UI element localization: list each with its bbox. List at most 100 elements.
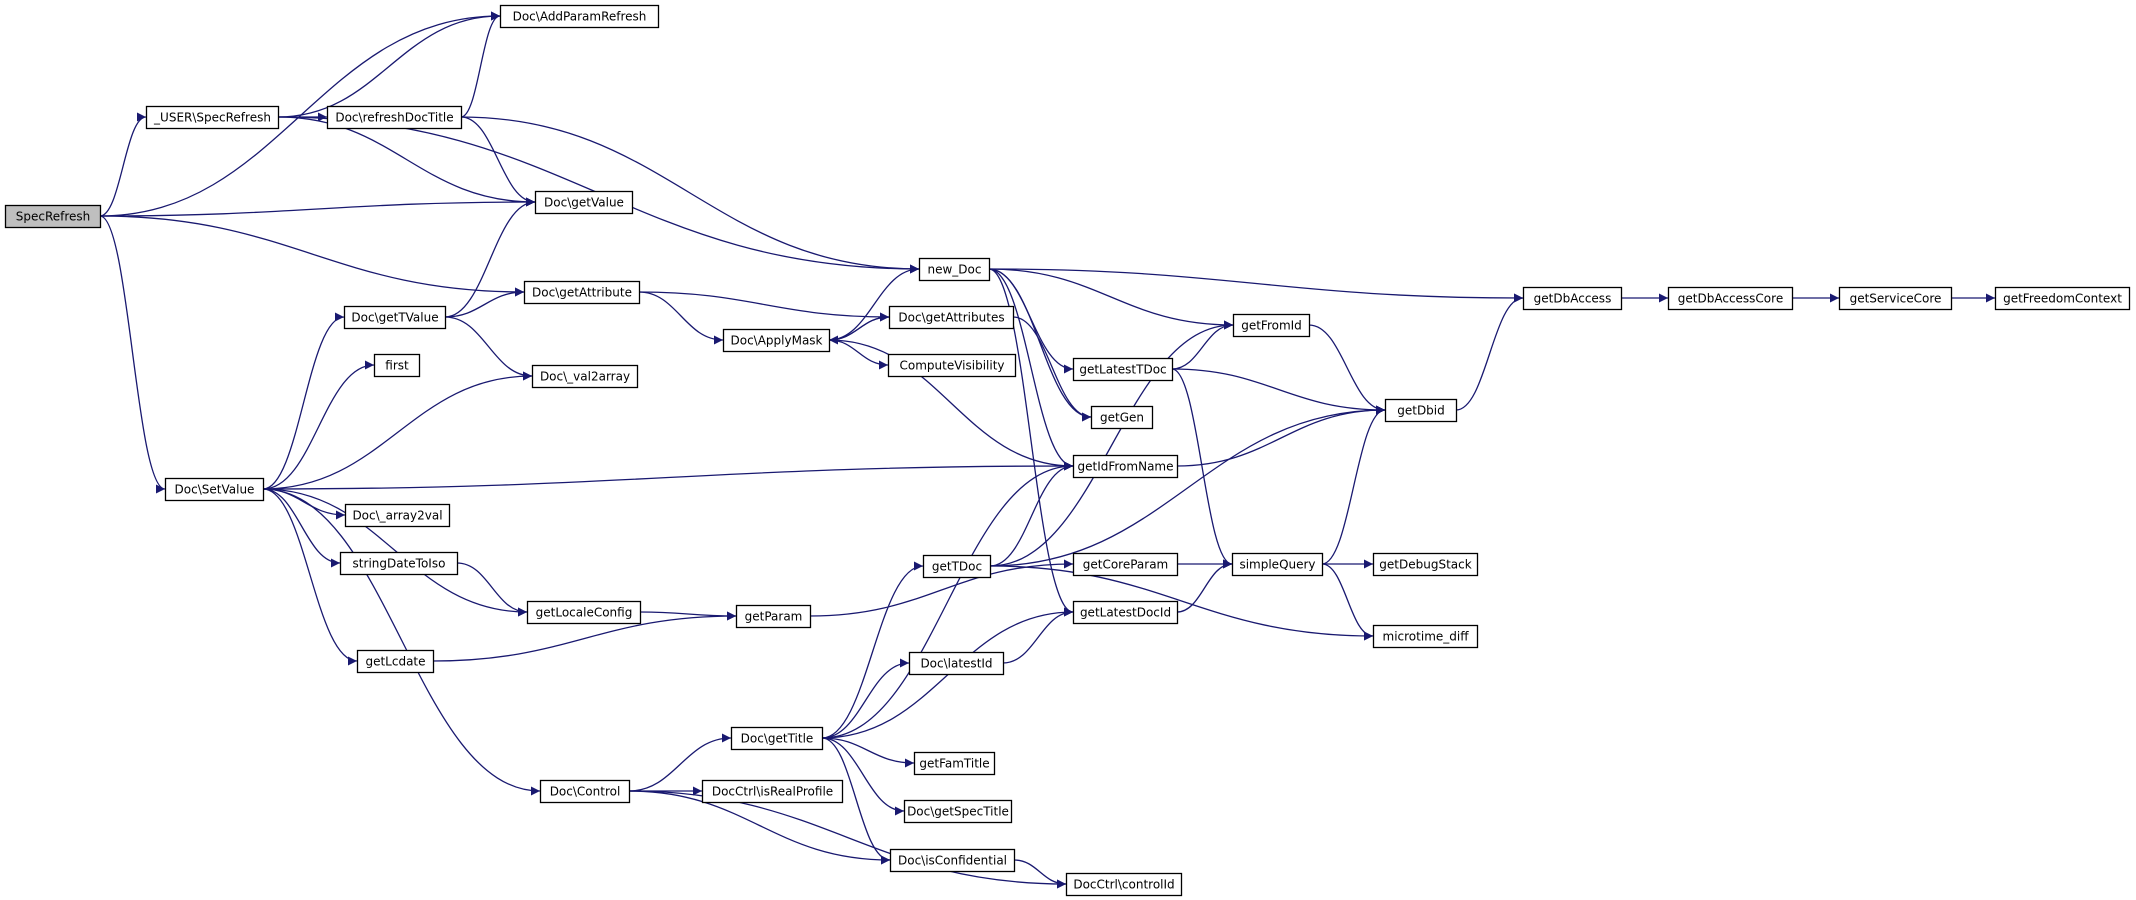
node-SetValue[interactable]: Doc\SetValue xyxy=(164,477,265,502)
node-getFromId[interactable]: getFromId xyxy=(1232,313,1311,338)
edge-getAttribute-to-ApplyMask xyxy=(638,291,724,345)
node-getLatestDocId[interactable]: getLatestDocId xyxy=(1072,600,1179,625)
call-edge xyxy=(444,197,536,318)
node-ApplyMask[interactable]: Doc\ApplyMask xyxy=(722,328,831,353)
call-edge xyxy=(262,488,358,666)
node-box xyxy=(730,726,824,751)
edge-SetValue-to-stringDateToIso xyxy=(262,488,341,568)
node-box xyxy=(356,649,435,674)
node-SpecRefresh[interactable]: SpecRefresh xyxy=(4,204,102,229)
node-box xyxy=(343,305,447,330)
call-edge xyxy=(460,11,501,118)
node-USERSpecRefresh[interactable]: _USER\SpecRefresh xyxy=(145,105,280,130)
edge-new_Doc-to-getIdFromName xyxy=(988,268,1074,471)
node-getDbAccess[interactable]: getDbAccess xyxy=(1522,286,1623,311)
call-edge xyxy=(988,268,1074,617)
node-label: Doc\ApplyMask xyxy=(730,334,822,348)
node-new_Doc[interactable]: new_Doc xyxy=(918,257,991,282)
edge-getTDoc-to-getIdFromName xyxy=(989,461,1074,567)
node-label: microtime_diff xyxy=(1383,630,1470,644)
node-getServiceCore[interactable]: getServiceCore xyxy=(1838,286,1953,311)
node-box xyxy=(1372,552,1479,577)
node-label: getFamTitle xyxy=(919,757,989,771)
edge-getTValue-to-getValue xyxy=(444,197,536,318)
node-label: Doc\refreshDocTitle xyxy=(335,111,453,125)
node-box xyxy=(534,190,634,215)
edge-SetValue-to-val2array xyxy=(262,371,533,490)
node-getTValue[interactable]: Doc\getTValue xyxy=(343,305,447,330)
node-getAttributes[interactable]: Doc\getAttributes xyxy=(888,305,1015,330)
call-edge xyxy=(262,371,533,490)
node-getDbAccessCore[interactable]: getDbAccessCore xyxy=(1667,286,1794,311)
call-edge xyxy=(1002,607,1074,664)
node-getSpecTitle[interactable]: Doc\getSpecTitle xyxy=(903,799,1013,824)
node-isRealProfile[interactable]: DocCtrl\isRealProfile xyxy=(701,779,844,804)
edge-SetValue-to-getLocaleConfig xyxy=(262,488,528,617)
node-refreshDocTitle[interactable]: Doc\refreshDocTitle xyxy=(326,105,463,130)
node-getLcdate[interactable]: getLcdate xyxy=(356,649,435,674)
call-edge xyxy=(1171,368,1386,415)
edge-Control-to-isConfidential xyxy=(628,790,891,865)
node-box xyxy=(701,779,844,804)
node-isConfidential[interactable]: Doc\isConfidential xyxy=(889,848,1016,873)
node-AddParamRefresh[interactable]: Doc\AddParamRefresh xyxy=(499,4,660,29)
edge-getParam-to-getCoreParam xyxy=(809,559,1074,617)
node-label: ComputeVisibility xyxy=(899,359,1004,373)
node-getCoreParam[interactable]: getCoreParam xyxy=(1072,552,1179,577)
node-label: Doc\_val2array xyxy=(540,370,630,384)
node-getFamTitle[interactable]: getFamTitle xyxy=(913,751,996,776)
node-getFreedomContext[interactable]: getFreedomContext xyxy=(1994,286,2131,311)
node-getIdFromName[interactable]: getIdFromName xyxy=(1072,454,1179,479)
node-Control[interactable]: Doc\Control xyxy=(539,779,631,804)
node-getTitle[interactable]: Doc\getTitle xyxy=(730,726,824,751)
edge-getFromId-to-getDbid xyxy=(1308,324,1386,415)
call-edge xyxy=(1321,405,1386,565)
node-getValue[interactable]: Doc\getValue xyxy=(534,190,634,215)
edge-Control-to-getTitle xyxy=(628,733,732,792)
edge-refreshDocTitle-to-AddParamRefresh xyxy=(460,11,501,118)
node-simpleQuery[interactable]: simpleQuery xyxy=(1231,552,1324,577)
call-edge xyxy=(99,215,525,297)
node-stringDateToIso[interactable]: stringDateToIso xyxy=(339,551,459,576)
call-edge xyxy=(989,565,1374,641)
node-label: _USER\SpecRefresh xyxy=(153,111,271,125)
edge-simpleQuery-to-getDbid xyxy=(1321,405,1386,565)
node-controlId[interactable]: DocCtrl\controlId xyxy=(1065,872,1183,897)
node-getLatestTDoc[interactable]: getLatestTDoc xyxy=(1072,357,1174,382)
node-label: getDbAccess xyxy=(1534,292,1612,306)
edge-getIdFromName-to-getDbid xyxy=(1176,405,1386,467)
node-label: Doc\getAttributes xyxy=(898,311,1004,325)
node-ComputeVisibility[interactable]: ComputeVisibility xyxy=(887,353,1017,378)
node-getDbid[interactable]: getDbid xyxy=(1384,398,1458,423)
call-edge xyxy=(1171,368,1233,569)
call-edge xyxy=(821,461,1074,739)
node-box xyxy=(1667,286,1794,311)
edge-SetValue-to-getTValue xyxy=(262,312,345,490)
node-box xyxy=(722,328,831,353)
node-getTDoc[interactable]: getTDoc xyxy=(922,554,992,579)
call-edge xyxy=(277,11,501,118)
edge-SetValue-to-getLcdate xyxy=(262,488,358,666)
node-label: getCoreParam xyxy=(1083,558,1169,572)
node-getParam[interactable]: getParam xyxy=(735,604,812,629)
node-box xyxy=(1072,600,1179,625)
nodes-layer: SpecRefresh Doc\AddParamRefresh _USER\Spec… xyxy=(4,4,2131,897)
call-edge xyxy=(638,291,724,345)
node-getAttribute[interactable]: Doc\getAttribute xyxy=(523,280,641,305)
edge-SpecRefresh-to-SetValue xyxy=(99,215,166,494)
node-label: getIdFromName xyxy=(1078,460,1174,474)
node-label: getServiceCore xyxy=(1850,292,1942,306)
node-getDebugStack[interactable]: getDebugStack xyxy=(1372,552,1479,577)
node-microtime_diff[interactable]: microtime_diff xyxy=(1372,624,1479,649)
node-array2val[interactable]: Doc\_array2val xyxy=(344,503,451,528)
node-getGen[interactable]: getGen xyxy=(1090,405,1154,430)
edge-getLatestTDoc-to-getFromId xyxy=(1171,320,1234,370)
edge-USERSpecRefresh-to-AddParamRefresh xyxy=(277,11,501,118)
node-first[interactable]: first xyxy=(373,353,421,378)
call-edge xyxy=(628,790,891,865)
node-val2array[interactable]: Doc\_val2array xyxy=(531,364,639,389)
node-getLocaleConfig[interactable]: getLocaleConfig xyxy=(526,600,642,625)
node-latestId[interactable]: Doc\latestId xyxy=(908,651,1005,676)
node-box xyxy=(735,604,812,629)
call-edge xyxy=(828,264,920,341)
